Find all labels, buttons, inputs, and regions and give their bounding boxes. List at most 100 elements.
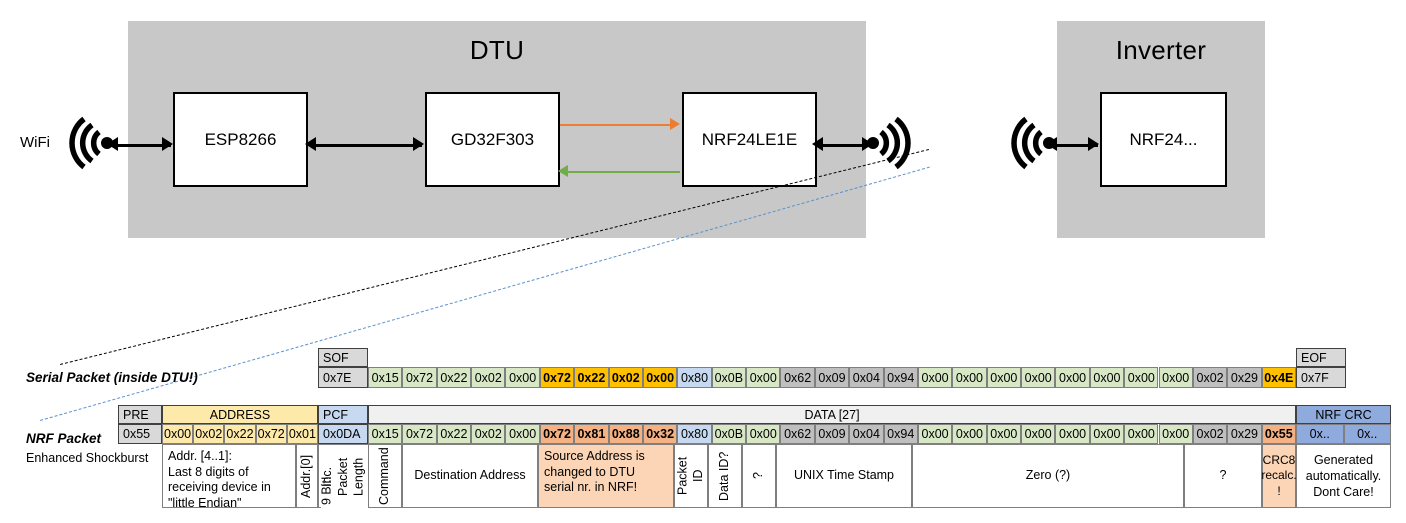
nrf-address-cell-0: 0x00 [162, 424, 194, 444]
nrf-byte-cell-26: 0x55 [1261, 424, 1296, 444]
link-esp-gd32-arrow-left [305, 137, 316, 151]
serial-byte-cell-9: 0x80 [677, 367, 712, 388]
nrf-byte-cell-14: 0x04 [849, 424, 884, 444]
chip-gd32f303-label: GD32F303 [450, 129, 535, 149]
serial-sof-header: SOF [318, 348, 368, 367]
desc-nrf-crc-note-line1: Generated [1313, 452, 1374, 467]
wifi-label: WiFi [20, 134, 50, 151]
link-gd32-nrf-tx-arrow [670, 118, 680, 130]
desc-crc8-line2: recalc. [1261, 468, 1297, 483]
nrf-address-cell-1: 0x02 [193, 424, 225, 444]
nrf-byte-cell-0: 0x15 [368, 424, 403, 444]
serial-byte-cell-6: 0x22 [574, 367, 609, 388]
desc-unix-time-stamp-text: UNIX Time Stamp [793, 468, 895, 483]
serial-byte-cell-22: 0x00 [1124, 367, 1159, 388]
nrf-address-cell-4: 0x01 [286, 424, 318, 444]
serial-byte-cell-20: 0x00 [1055, 367, 1090, 388]
desc-source-address-note-text: Source Address is changed to DTU serial … [544, 449, 645, 495]
nrf-byte-cell-22: 0x00 [1124, 424, 1159, 444]
link-esp-gd32 [310, 144, 422, 147]
desc-zero-text: Zero (?) [1025, 468, 1071, 483]
chip-gd32f303[interactable]: GD32F303 [425, 92, 560, 187]
nrf-byte-cell-5: 0x72 [539, 424, 575, 444]
serial-byte-cell-10: 0x0B [711, 367, 747, 388]
nrf-byte-cell-16: 0x00 [917, 424, 953, 444]
desc-unknown-tilde-text: ? [751, 472, 766, 480]
desc-crc8-line1: CRC8 [1262, 452, 1296, 467]
serial-eof-header: EOF [1296, 348, 1346, 367]
nrf-byte-cell-19: 0x00 [1021, 424, 1056, 444]
link-wifi-esp-arrow-left [107, 137, 118, 151]
nrf-byte-cell-3: 0x02 [471, 424, 506, 444]
nrf-pre-header: PRE [118, 405, 162, 424]
nrf-byte-cell-8: 0x32 [642, 424, 678, 444]
nrf-byte-cell-21: 0x00 [1089, 424, 1125, 444]
desc-unknown-q: ? [1184, 444, 1262, 508]
nrf-byte-cell-24: 0x02 [1192, 424, 1228, 444]
serial-byte-cell-0: 0x15 [368, 367, 403, 388]
desc-command-text: Command [377, 447, 392, 505]
desc-packet-length: 9 Bit! Inc. Packet Length [318, 444, 369, 509]
packet-tables: Serial Packet (inside DTU!) SOF 0x7E 0x1… [0, 330, 1406, 523]
chip-esp8266-label: ESP8266 [204, 129, 277, 149]
nrf-byte-cell-9: 0x80 [677, 424, 712, 444]
link-antenna-nrf24-arrow-left [1046, 137, 1057, 151]
desc-crc8-line3: ! [1277, 483, 1281, 498]
link-esp-gd32-arrow-right [413, 137, 424, 151]
nrf-address-header: ADDRESS [162, 405, 318, 424]
desc-data-id-text: Data ID? [717, 451, 732, 501]
serial-sof-value: 0x7E [318, 367, 368, 388]
serial-byte-cell-13: 0x09 [814, 367, 850, 388]
serial-byte-cell-23: 0x00 [1158, 367, 1193, 388]
chip-nrf24le1e[interactable]: NRF24LE1E [682, 92, 817, 187]
nrf-crc-header: NRF CRC [1296, 405, 1391, 424]
chip-esp8266[interactable]: ESP8266 [173, 92, 308, 187]
serial-byte-cell-8: 0x00 [642, 367, 678, 388]
nrf-byte-cell-4: 0x00 [505, 424, 540, 444]
link-antenna-nrf24-arrow-right [1088, 137, 1099, 151]
serial-byte-cell-24: 0x02 [1192, 367, 1228, 388]
link-antenna-nrf24 [1052, 144, 1098, 147]
nrf-byte-cell-15: 0x94 [883, 424, 918, 444]
desc-addr0: Addr.[0] [296, 444, 318, 508]
serial-eof-value: 0x7F [1296, 367, 1346, 388]
nrf-byte-cell-11: 0x00 [746, 424, 781, 444]
serial-byte-cell-26: 0x4E [1261, 367, 1296, 388]
serial-byte-cell-18: 0x00 [986, 367, 1022, 388]
desc-destination-address: Destination Address [402, 444, 538, 508]
inverter-title: Inverter [1115, 35, 1207, 65]
desc-data-id: Data ID? [708, 444, 742, 508]
desc-address-note-text: Addr. [4..1]: Last 8 digits of receiving… [168, 449, 271, 510]
serial-byte-cell-12: 0x62 [780, 367, 815, 388]
serial-byte-cell-21: 0x00 [1089, 367, 1125, 388]
desc-destination-address-text: Destination Address [414, 468, 526, 483]
nrf-packet-label: NRF Packet [26, 431, 102, 446]
serial-byte-cell-4: 0x00 [505, 367, 540, 388]
desc-nrf-crc-note-line2: automatically. [1305, 468, 1382, 483]
nrf-byte-cell-7: 0x88 [608, 424, 643, 444]
serial-byte-cell-2: 0x22 [436, 367, 472, 388]
serial-packet-label: Serial Packet (inside DTU!) [26, 370, 198, 385]
link-nrf-antenna [818, 144, 871, 147]
desc-unknown-tilde: ? [742, 444, 776, 508]
nrf-byte-cell-17: 0x00 [952, 424, 987, 444]
nrf-byte-cell-10: 0x0B [711, 424, 747, 444]
desc-address-note: Addr. [4..1]: Last 8 digits of receiving… [162, 444, 296, 510]
link-nrf-antenna-arrow-left [812, 137, 823, 151]
chip-nrf24-label: NRF24... [1129, 129, 1198, 149]
nrf-byte-cell-6: 0x81 [574, 424, 609, 444]
chip-nrf24le1e-label: NRF24LE1E [701, 129, 798, 149]
desc-unix-time-stamp: UNIX Time Stamp [776, 444, 912, 508]
nrf-crc-cell-0: 0x.. [1296, 424, 1344, 444]
nrf-byte-cell-18: 0x00 [986, 424, 1022, 444]
nrf-crc-cell-1: 0x.. [1343, 424, 1391, 444]
chip-nrf24[interactable]: NRF24... [1100, 92, 1227, 187]
serial-byte-cell-7: 0x02 [608, 367, 643, 388]
nrf-address-cell-3: 0x72 [255, 424, 287, 444]
serial-byte-cell-3: 0x02 [471, 367, 506, 388]
nrf-byte-cell-13: 0x09 [814, 424, 850, 444]
nrf-data-header: DATA [27] [368, 405, 1296, 424]
desc-nrf-crc-note-line3: Dont Care! [1313, 485, 1374, 500]
nrf-packet-sublabel: Enhanced Shockburst [26, 451, 149, 465]
desc-source-address-note: Source Address is changed to DTU serial … [538, 444, 674, 508]
